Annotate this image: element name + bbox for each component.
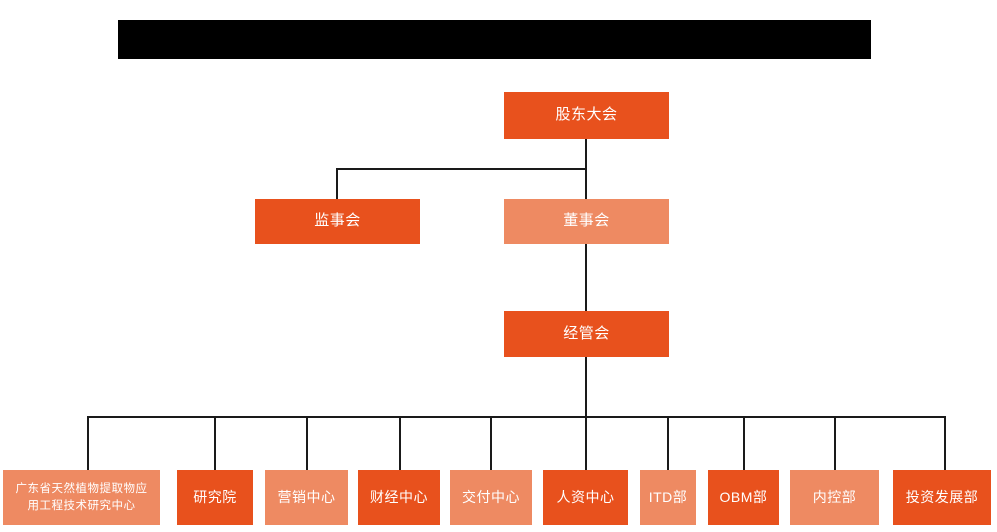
connector-directors-to-management xyxy=(585,243,587,311)
connector-drop-leaf-4 xyxy=(399,416,401,470)
node-itd-department[interactable]: ITD部 xyxy=(640,470,696,525)
node-hr-center-label: 人资中心 xyxy=(556,488,615,505)
node-hr-center[interactable]: 人资中心 xyxy=(543,470,628,525)
node-finance-center[interactable]: 财经中心 xyxy=(358,470,440,525)
connector-drop-leaf-2 xyxy=(214,416,216,470)
node-investment-development-department-label: 投资发展部 xyxy=(905,488,979,505)
node-marketing-center[interactable]: 营销中心 xyxy=(265,470,348,525)
node-internal-control-department-label: 内控部 xyxy=(812,488,857,505)
node-management-committee[interactable]: 经管会 xyxy=(504,311,669,357)
connector-drop-leaf-8 xyxy=(743,416,745,470)
node-board-of-supervisors[interactable]: 监事会 xyxy=(255,199,420,244)
redacted-title-bar xyxy=(118,20,871,59)
node-obm-department[interactable]: OBM部 xyxy=(708,470,779,525)
node-board-of-supervisors-label: 监事会 xyxy=(314,212,361,230)
node-internal-control-department[interactable]: 内控部 xyxy=(790,470,879,525)
node-investment-development-department[interactable]: 投资发展部 xyxy=(893,470,991,525)
connector-drop-leaf-3 xyxy=(306,416,308,470)
node-delivery-center-label: 交付中心 xyxy=(462,488,520,505)
node-finance-center-label: 财经中心 xyxy=(370,488,428,505)
connector-management-to-bus xyxy=(585,357,587,418)
connector-shareholders-to-junction xyxy=(585,139,587,169)
node-guangdong-research-center[interactable]: 广东省天然植物提取物应 用工程技术研究中心 xyxy=(3,470,160,525)
node-board-of-directors[interactable]: 董事会 xyxy=(504,199,669,244)
node-marketing-center-label: 营销中心 xyxy=(277,488,336,505)
node-board-of-directors-label: 董事会 xyxy=(563,212,610,230)
connector-drop-leaf-9 xyxy=(834,416,836,470)
connector-junction-to-supervisors xyxy=(336,168,338,200)
node-management-committee-label: 经管会 xyxy=(563,324,610,342)
node-shareholders-meeting[interactable]: 股东大会 xyxy=(504,92,669,139)
node-itd-department-label: ITD部 xyxy=(648,488,688,505)
node-research-institute-label: 研究院 xyxy=(193,488,237,505)
connector-drop-leaf-6 xyxy=(585,416,587,470)
connector-junction-to-directors xyxy=(585,168,587,200)
node-delivery-center[interactable]: 交付中心 xyxy=(450,470,532,525)
node-obm-department-label: OBM部 xyxy=(719,488,768,505)
connector-drop-leaf-5 xyxy=(490,416,492,470)
connector-drop-leaf-1 xyxy=(87,416,89,470)
connector-drop-leaf-7 xyxy=(667,416,669,470)
node-guangdong-research-center-label: 广东省天然植物提取物应 用工程技术研究中心 xyxy=(15,482,148,512)
node-research-institute[interactable]: 研究院 xyxy=(177,470,253,525)
node-shareholders-meeting-label: 股东大会 xyxy=(555,106,618,124)
connector-drop-leaf-10 xyxy=(944,416,946,470)
connector-horizontal-level2 xyxy=(336,168,587,170)
connector-leaf-bus xyxy=(87,416,945,418)
